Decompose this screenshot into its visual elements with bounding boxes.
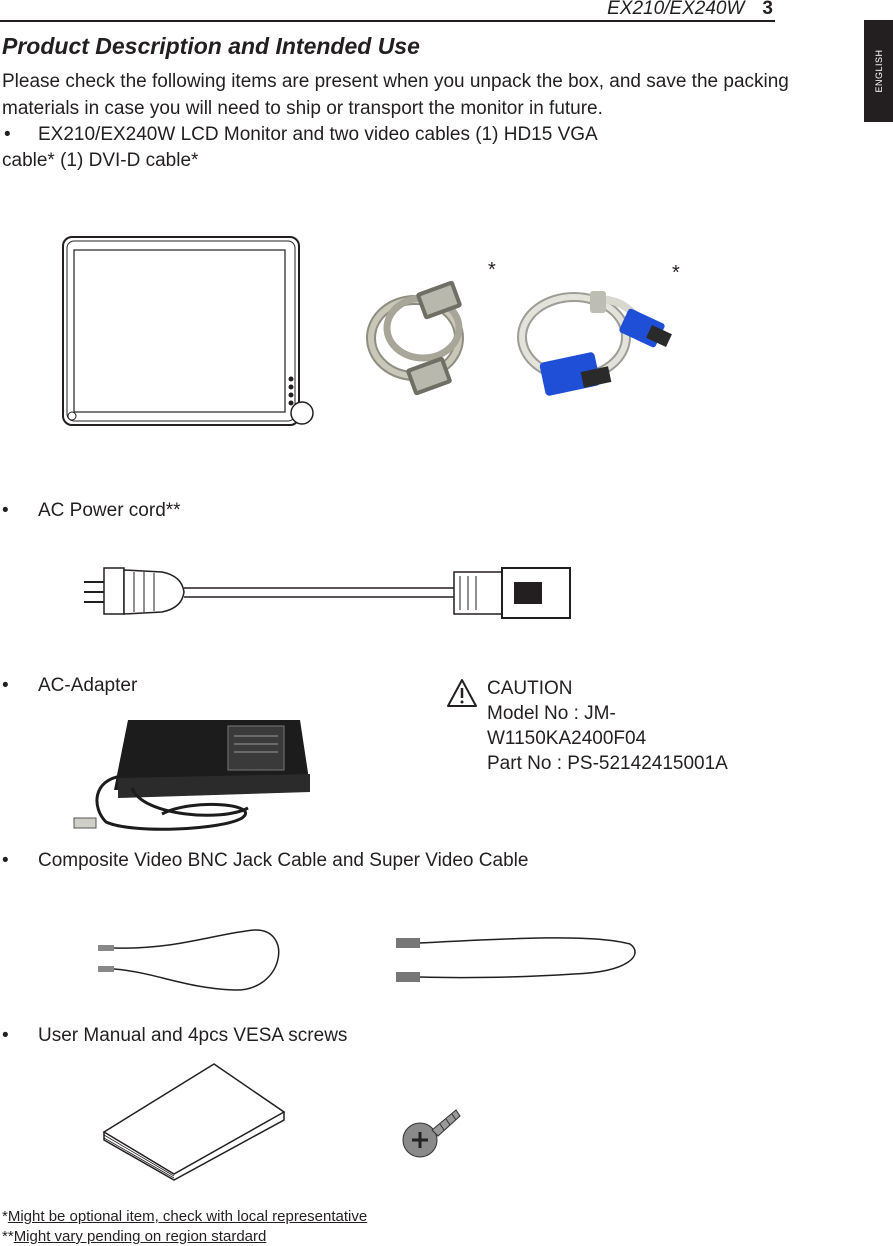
warning-icon: [447, 679, 477, 707]
intro-paragraph: Please check the following items are pre…: [2, 71, 789, 119]
language-tab: ENGLISH: [864, 20, 893, 122]
vga-cable-image: [517, 291, 672, 396]
ac-adapter-image: [73, 720, 310, 831]
list-item: • AC Power cord**: [2, 500, 181, 521]
list-item: • User Manual and 4pcs VESA screws: [2, 1025, 348, 1046]
list-item: • AC-Adapter: [2, 675, 138, 696]
list-item: • Composite Video BNC Jack Cable and Sup…: [2, 850, 529, 871]
section-title: Product Description and Intended Use: [2, 33, 420, 59]
caution-block: CAUTION Model No : JM- W1150KA2400F04 Pa…: [487, 676, 728, 776]
dvi-cable-image: [366, 280, 464, 396]
asterisk-mark: *: [488, 259, 496, 281]
lcd-monitor-image: [62, 236, 314, 426]
footnote: *Might be optional item, check with loca…: [2, 1208, 368, 1225]
vesa-screw-image: [402, 1109, 461, 1158]
page-number: 3: [762, 0, 773, 19]
caution-heading: CAUTION: [487, 678, 573, 699]
caution-part: Part No : PS-52142415001A: [487, 753, 728, 774]
s-video-cable-image: [396, 937, 636, 982]
power-cord-image: [84, 567, 571, 619]
list-item: • EX210/EX240W LCD Monitor and two video…: [2, 124, 598, 171]
footnote: **Might vary pending on region stardard: [2, 1228, 267, 1245]
caution-model: Model No : JM-: [487, 703, 616, 724]
user-manual-image: [102, 1063, 286, 1181]
header-rule: [0, 20, 775, 22]
bnc-cable-image: [98, 929, 280, 991]
caution-model-cont: W1150KA2400F04: [487, 728, 647, 749]
asterisk-mark: *: [672, 262, 680, 284]
